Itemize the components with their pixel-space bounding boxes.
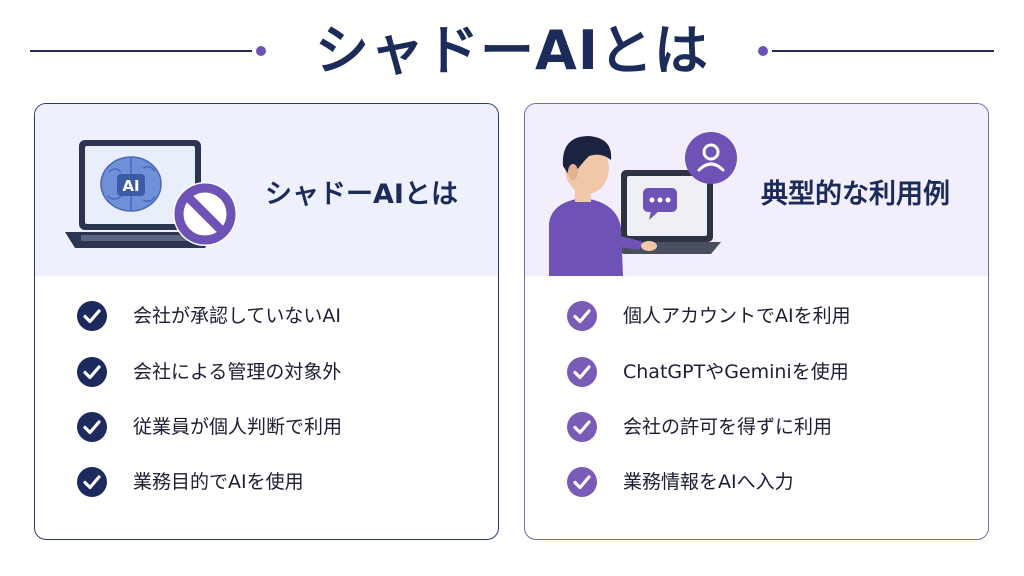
list-item-text: 個人アカウントでAIを利用: [623, 305, 851, 327]
list-item: 会社による管理の対象外: [77, 356, 477, 390]
definition-card: AI シャドーAIとは 会社が承認していないAI 会社による管理の対象外 従業員…: [34, 103, 499, 540]
ai-chip-label: AI: [122, 177, 139, 195]
examples-card-header: 典型的な利用例: [525, 104, 988, 276]
list-item: 会社の許可を得ずに利用: [567, 411, 967, 445]
person-using-laptop-icon: [549, 132, 737, 276]
check-icon: [567, 412, 597, 442]
laptop-ai-prohibited-icon: AI: [65, 140, 237, 248]
definition-card-header: AI シャドーAIとは: [35, 104, 498, 276]
list-item: ChatGPTやGeminiを使用: [567, 356, 967, 390]
check-icon: [567, 301, 597, 331]
list-item: 個人アカウントでAIを利用: [567, 300, 967, 334]
definition-card-heading: シャドーAIとは: [265, 179, 458, 210]
list-item-text: 会社による管理の対象外: [133, 361, 342, 383]
title-divider-right: [772, 50, 994, 52]
check-icon: [567, 357, 597, 387]
page-title: シャドーAIとは: [315, 19, 709, 82]
title-dot-right: [758, 46, 768, 56]
check-icon: [77, 467, 107, 497]
examples-card-heading: 典型的な利用例: [761, 179, 950, 210]
list-item-text: 業務情報をAIへ入力: [623, 471, 794, 493]
title-divider-left: [30, 50, 252, 52]
list-item: 業務情報をAIへ入力: [567, 466, 967, 500]
check-icon: [77, 301, 107, 331]
list-item: 会社が承認していないAI: [77, 300, 477, 334]
list-item-text: ChatGPTやGeminiを使用: [623, 361, 849, 383]
title-row: シャドーAIとは: [0, 14, 1024, 94]
check-icon: [77, 357, 107, 387]
list-item-text: 会社の許可を得ずに利用: [623, 416, 833, 438]
check-icon: [567, 467, 597, 497]
examples-card: 典型的な利用例 個人アカウントでAIを利用 ChatGPTやGeminiを使用 …: [524, 103, 989, 540]
list-item-text: 従業員が個人判断で利用: [133, 416, 343, 438]
check-icon: [77, 412, 107, 442]
list-item: 業務目的でAIを使用: [77, 466, 477, 500]
list-item: 従業員が個人判断で利用: [77, 411, 477, 445]
title-dot-left: [256, 46, 266, 56]
list-item-text: 会社が承認していないAI: [133, 305, 342, 327]
list-item-text: 業務目的でAIを使用: [133, 471, 304, 493]
